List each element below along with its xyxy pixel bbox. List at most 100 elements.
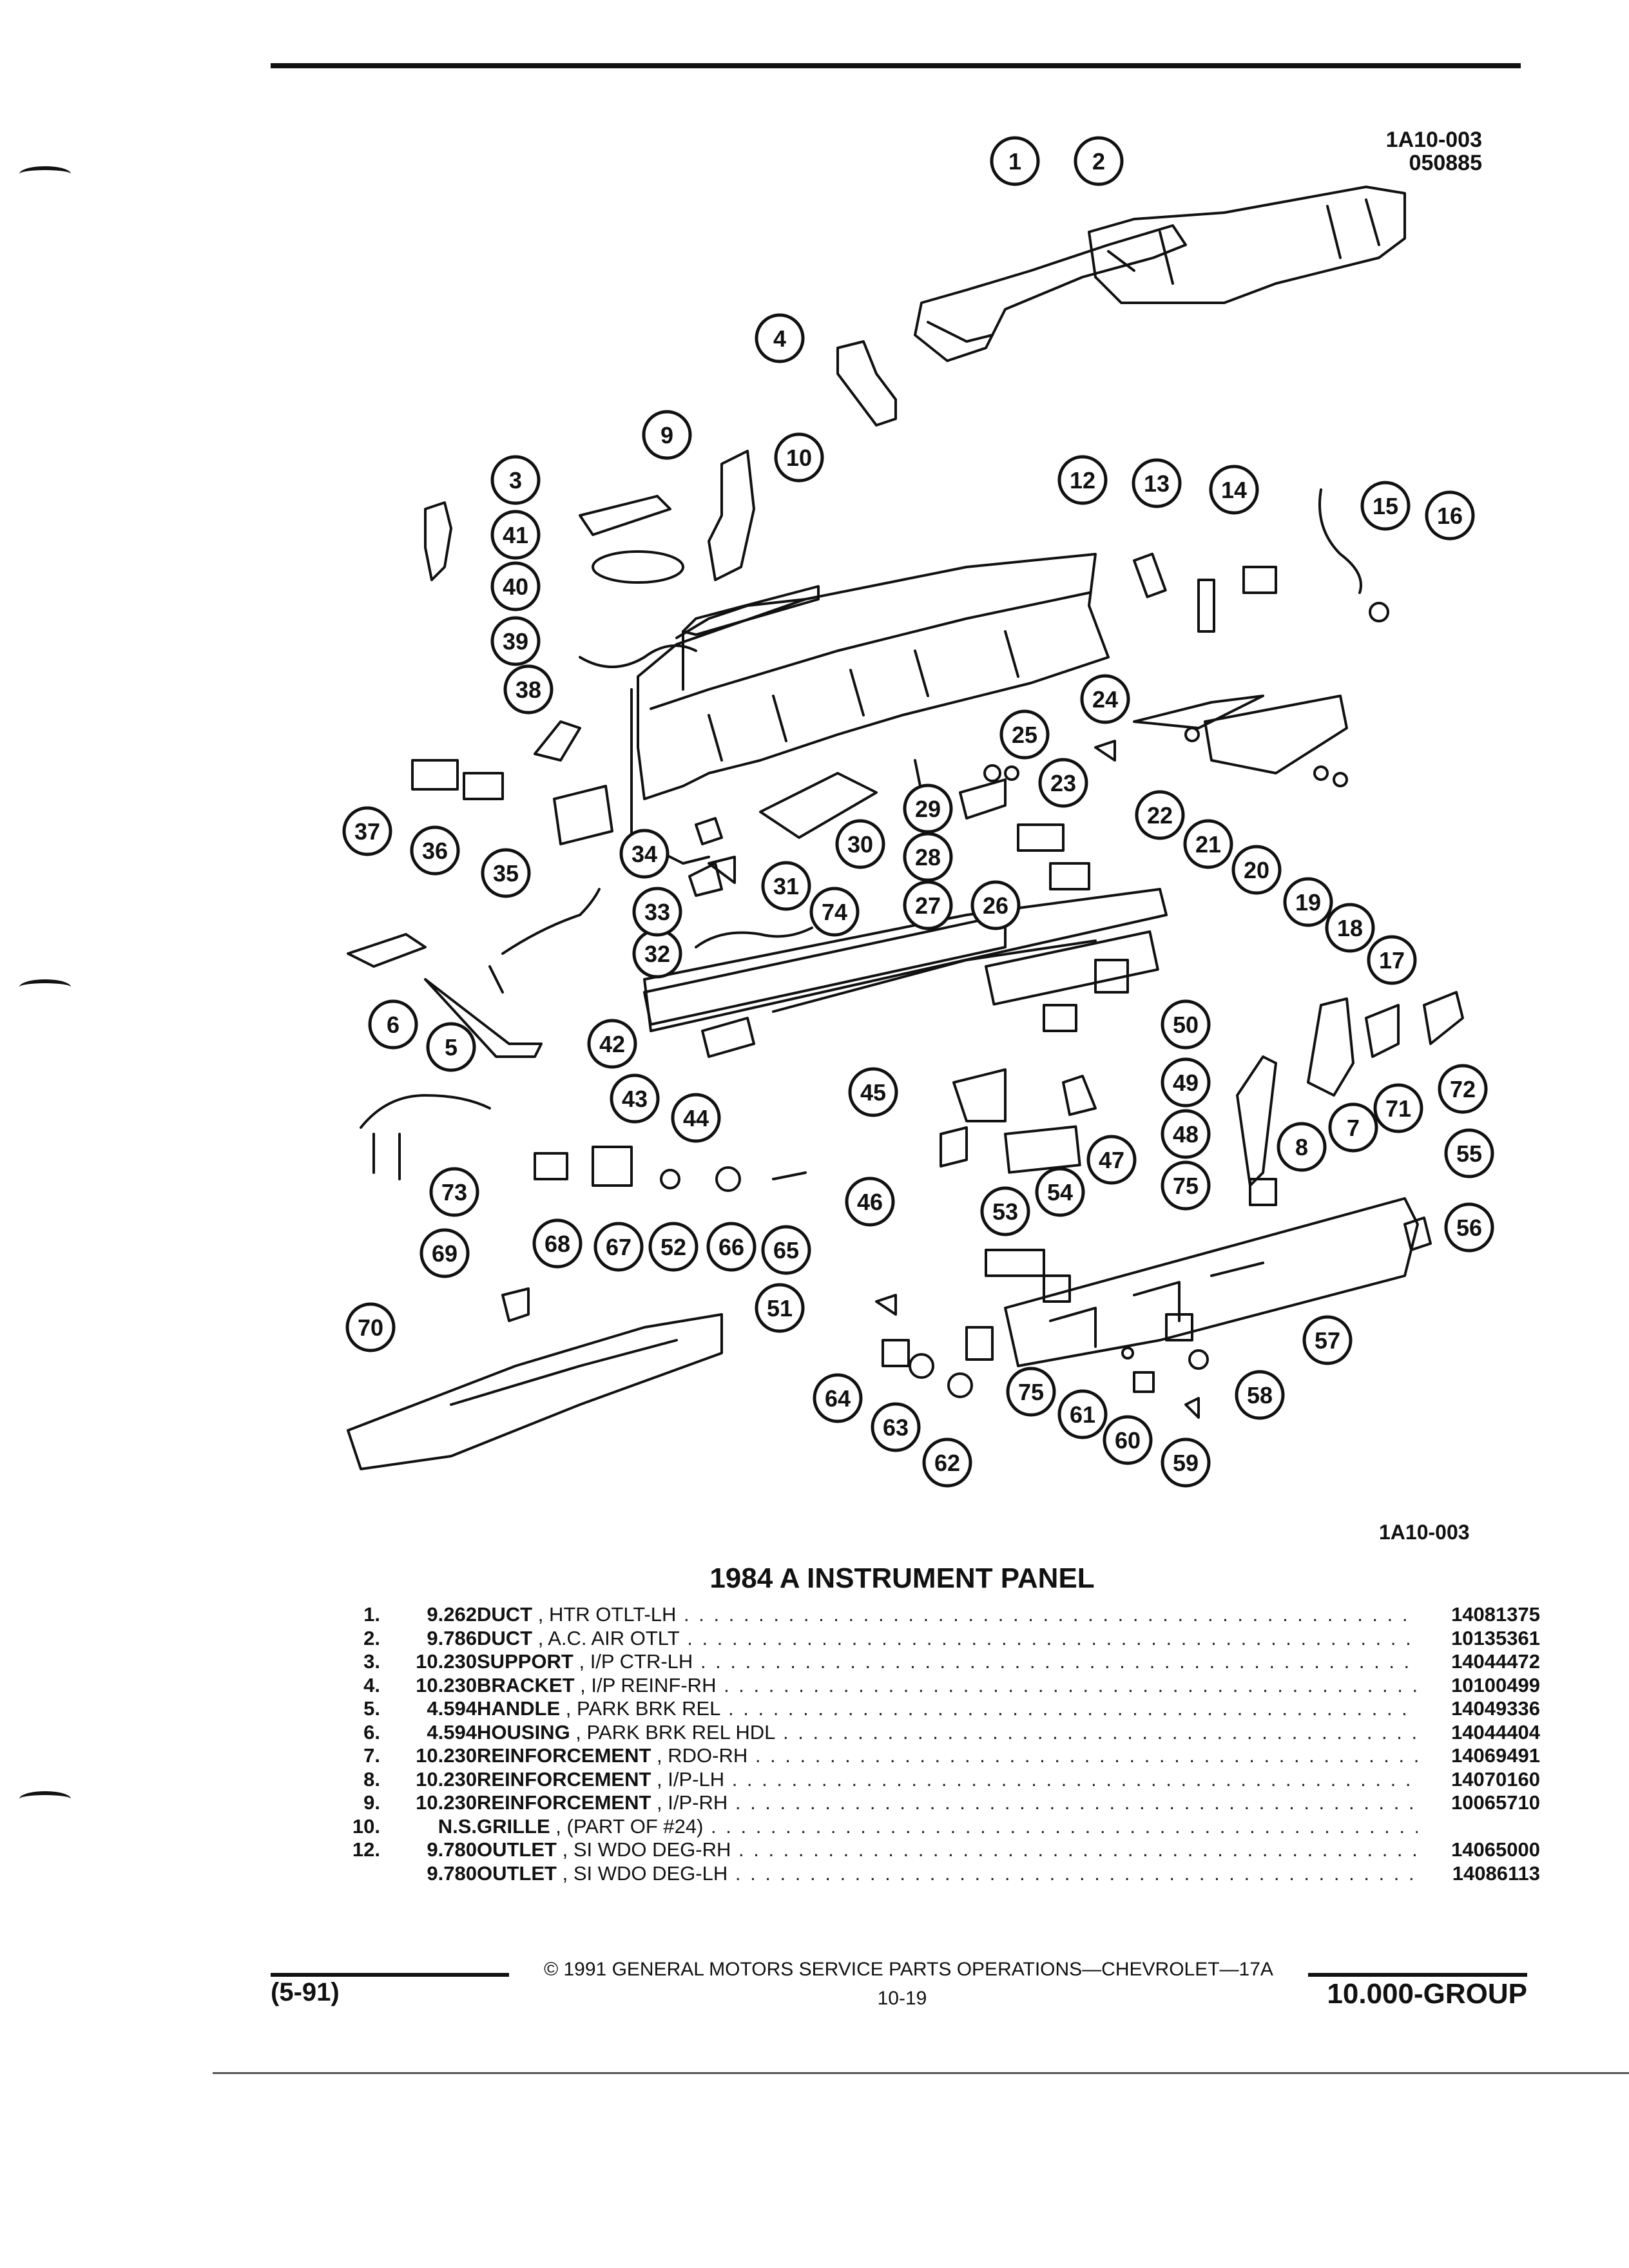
callout-23: 23 — [1038, 758, 1088, 808]
switch-53 — [985, 1249, 1045, 1277]
callout-label: 46 — [857, 1189, 883, 1215]
group-code: 10.230 — [416, 1744, 477, 1767]
callout-label: 54 — [1047, 1179, 1073, 1206]
callout-label: 19 — [1295, 889, 1321, 916]
callout-label: 61 — [1070, 1401, 1095, 1428]
part-name: OUTLET — [477, 1861, 557, 1885]
callout-27: 27 — [903, 880, 953, 930]
callout-label: 69 — [432, 1240, 458, 1267]
part-description: DUCT , A.C. AIR OTLT . . . . . . . . . .… — [477, 1627, 1418, 1651]
part-description: REINFORCEMENT , I/P-LH . . . . . . . . .… — [477, 1768, 1418, 1792]
part-description: REINFORCEMENT , I/P-RH . . . . . . . . .… — [477, 1791, 1418, 1815]
callout-73: 73 — [429, 1167, 479, 1217]
bracket-71 — [1365, 1004, 1400, 1058]
header-rule — [271, 63, 1521, 68]
callout-label: 63 — [883, 1414, 909, 1441]
clip-61 — [1121, 1347, 1134, 1360]
callout-label: 25 — [1012, 722, 1037, 748]
fastener-25 — [1004, 765, 1019, 781]
callout-label: 24 — [1092, 686, 1118, 713]
harness-73 — [360, 1094, 491, 1180]
group-code: 4.594 — [427, 1720, 477, 1744]
callout-66: 66 — [706, 1222, 757, 1272]
bracket-33 — [708, 856, 736, 884]
callout-label: 37 — [354, 818, 380, 845]
bezel-26 — [1049, 862, 1090, 890]
callout-label: 72 — [1450, 1076, 1476, 1102]
footer-date: (5-91) — [271, 1978, 340, 2006]
leader-dots: . . . . . . . . . . . . . . . . . . . . … — [728, 1697, 1418, 1720]
callout-label: 1 — [1008, 148, 1021, 175]
switch-50 — [1094, 959, 1129, 994]
callout-34: 34 — [619, 829, 670, 879]
callout-47: 47 — [1086, 1135, 1137, 1185]
bracket-44 — [701, 1017, 755, 1058]
callout-label: 3 — [509, 467, 522, 494]
callout-label: 22 — [1147, 802, 1173, 829]
item-number: 8. — [363, 1767, 380, 1791]
clip-59 — [1184, 1397, 1200, 1419]
item-number: 3. — [363, 1650, 380, 1673]
figure-reference: 1A10-003 050885 — [1315, 128, 1482, 175]
diagram-caption: 1A10-003 — [1379, 1521, 1470, 1544]
callout-label: 33 — [644, 899, 670, 925]
part-name: HANDLE — [477, 1697, 561, 1720]
part-spec: , I/P CTR-LH — [573, 1650, 693, 1673]
callout-68: 68 — [532, 1218, 583, 1269]
callout-59: 59 — [1161, 1437, 1211, 1488]
switch-54 — [1043, 1274, 1071, 1303]
knob-62 — [947, 1372, 973, 1398]
callout-41: 41 — [490, 510, 541, 560]
page-title: 1984 A INSTRUMENT PANEL — [709, 1562, 1095, 1594]
callout-8: 8 — [1277, 1122, 1327, 1172]
fastener-18 — [1313, 765, 1329, 781]
callout-56: 56 — [1444, 1202, 1494, 1253]
callout-label: 10 — [786, 445, 812, 471]
callout-label: 21 — [1195, 831, 1221, 858]
callout-label: 65 — [773, 1237, 799, 1264]
switch-68 — [534, 1152, 568, 1180]
callout-2: 2 — [1074, 136, 1124, 186]
part-spec: , I/P-RH — [651, 1791, 728, 1814]
callout-9: 9 — [642, 410, 692, 460]
callout-label: 2 — [1092, 148, 1105, 175]
callout-25: 25 — [999, 709, 1050, 760]
callout-29: 29 — [903, 783, 953, 834]
callout-71: 71 — [1373, 1083, 1423, 1133]
callout-31: 31 — [761, 861, 811, 911]
part-name: REINFORCEMENT — [477, 1791, 651, 1814]
item-number — [335, 1862, 380, 1886]
callout-21: 21 — [1183, 819, 1233, 869]
leader-dots: . . . . . . . . . . . . . . . . . . . . … — [687, 1626, 1418, 1649]
part-spec: , (PART OF #24) — [550, 1814, 704, 1838]
callout-50: 50 — [1161, 999, 1211, 1050]
callout-55: 55 — [1444, 1128, 1494, 1178]
bracket-ip-reinf-rh — [836, 340, 897, 427]
part-name: DUCT — [477, 1603, 533, 1626]
park-brake-housing — [347, 933, 427, 968]
item-number: 4. — [363, 1673, 380, 1696]
callout-label: 75 — [1018, 1379, 1044, 1405]
callout-6: 6 — [368, 999, 418, 1050]
clip-60 — [1133, 1371, 1155, 1393]
switch-14 — [1242, 566, 1277, 594]
callout-12: 12 — [1057, 455, 1108, 505]
part-name: HOUSING — [477, 1720, 570, 1744]
footer-group: 10.000-GROUP — [1327, 1978, 1527, 2010]
callout-58: 58 — [1235, 1370, 1285, 1420]
callout-75: 75 — [1006, 1367, 1056, 1417]
part-description: GRILLE , (PART OF #24) . . . . . . . . .… — [477, 1815, 1418, 1839]
fastener-17 — [1333, 772, 1348, 787]
callout-label: 39 — [503, 628, 528, 655]
item-number: 12. — [352, 1838, 380, 1861]
item-number: 7. — [363, 1744, 380, 1767]
callout-30: 30 — [835, 819, 885, 869]
leader-dots: . . . . . . . . . . . . . . . . . . . . … — [724, 1673, 1418, 1696]
switch-49 — [1043, 1004, 1077, 1032]
instrument-panel-exploded-diagram: 1234567891012131415161718192021222324252… — [342, 136, 1494, 1488]
grille — [682, 585, 820, 636]
harness-74 — [695, 927, 813, 948]
parts-row: 10.N.S.GRILLE , (PART OF #24) . . . . . … — [335, 1815, 1540, 1839]
